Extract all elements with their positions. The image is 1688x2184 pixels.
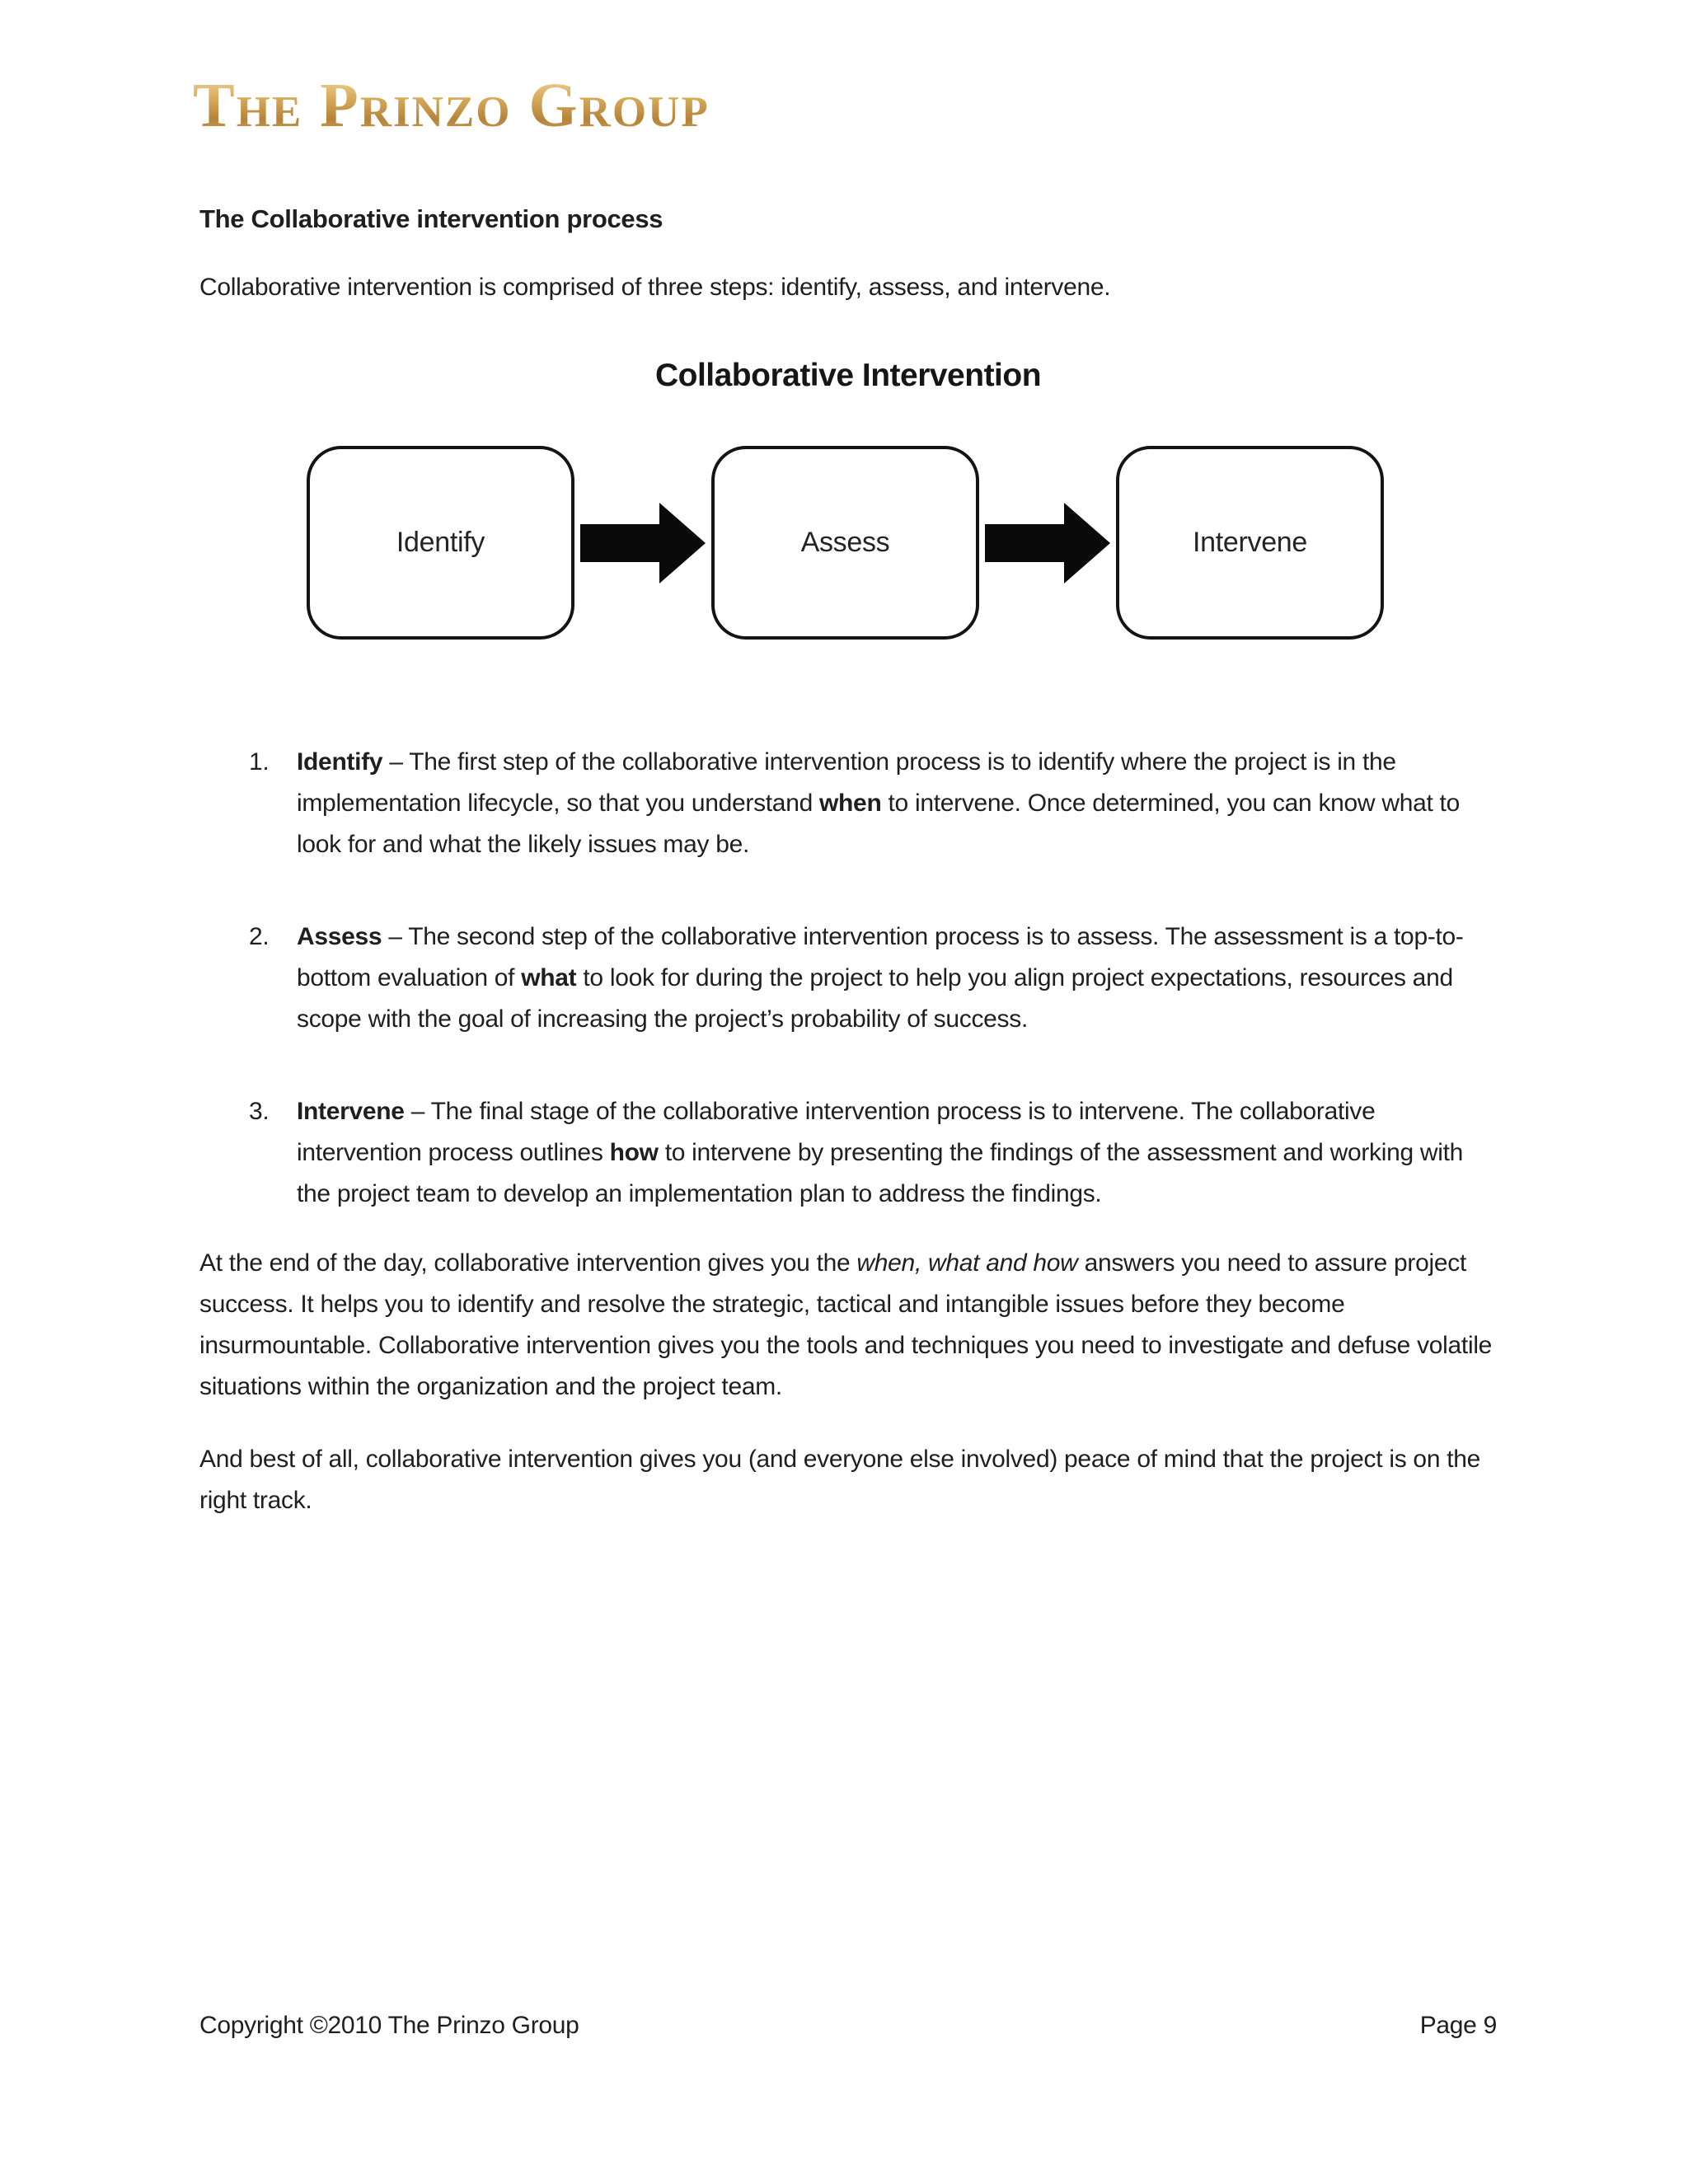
list-item-assess: 2. Assess – The second step of the colla…: [199, 916, 1497, 1040]
arrow-shaft: [580, 523, 659, 562]
list-item-text: Identify – The first step of the collabo…: [297, 748, 1460, 858]
list-number: 3.: [249, 1098, 270, 1125]
list-number: 2.: [249, 923, 270, 950]
list-number: 1.: [249, 748, 270, 776]
diagram-flow: Identify Assess Intervene: [307, 446, 1497, 640]
list-item-text: Intervene – The final stage of the colla…: [297, 1098, 1464, 1207]
list-item-intervene: 3. Intervene – The final stage of the co…: [199, 1091, 1497, 1215]
arrow-head: [1064, 502, 1110, 583]
section-heading: The Collaborative intervention process: [199, 204, 663, 233]
arrow-shaft: [985, 523, 1064, 562]
process-steps-list: 1. Identify – The first step of the coll…: [199, 742, 1497, 1215]
copyright-text: Copyright ©2010 The Prinzo Group: [199, 2012, 579, 2039]
right-arrow-icon: [979, 502, 1116, 583]
process-diagram: Collaborative Intervention Identify Asse…: [199, 353, 1497, 640]
arrow-head: [659, 502, 706, 583]
diagram-step-identify: Identify: [307, 446, 574, 640]
diagram-step-intervene: Intervene: [1116, 446, 1384, 640]
diagram-title: Collaborative Intervention: [654, 358, 1042, 393]
intro-paragraph: Collaborative intervention is comprised …: [199, 274, 1111, 301]
closing-paragraph-2: And best of all, collaborative intervent…: [199, 1446, 1481, 1514]
list-item-text: Assess – The second step of the collabor…: [297, 923, 1464, 1033]
page-number: Page 9: [1419, 2012, 1498, 2039]
prinzo-group-logo: The Prinzo Group: [193, 71, 710, 140]
right-arrow-icon: [574, 502, 711, 583]
closing-paragraph-1: At the end of the day, collaborative int…: [199, 1249, 1493, 1400]
list-item-identify: 1. Identify – The first step of the coll…: [199, 742, 1497, 865]
page-footer: Copyright ©2010 The Prinzo Group Page 9: [199, 2012, 1497, 2040]
diagram-step-assess: Assess: [711, 446, 979, 640]
